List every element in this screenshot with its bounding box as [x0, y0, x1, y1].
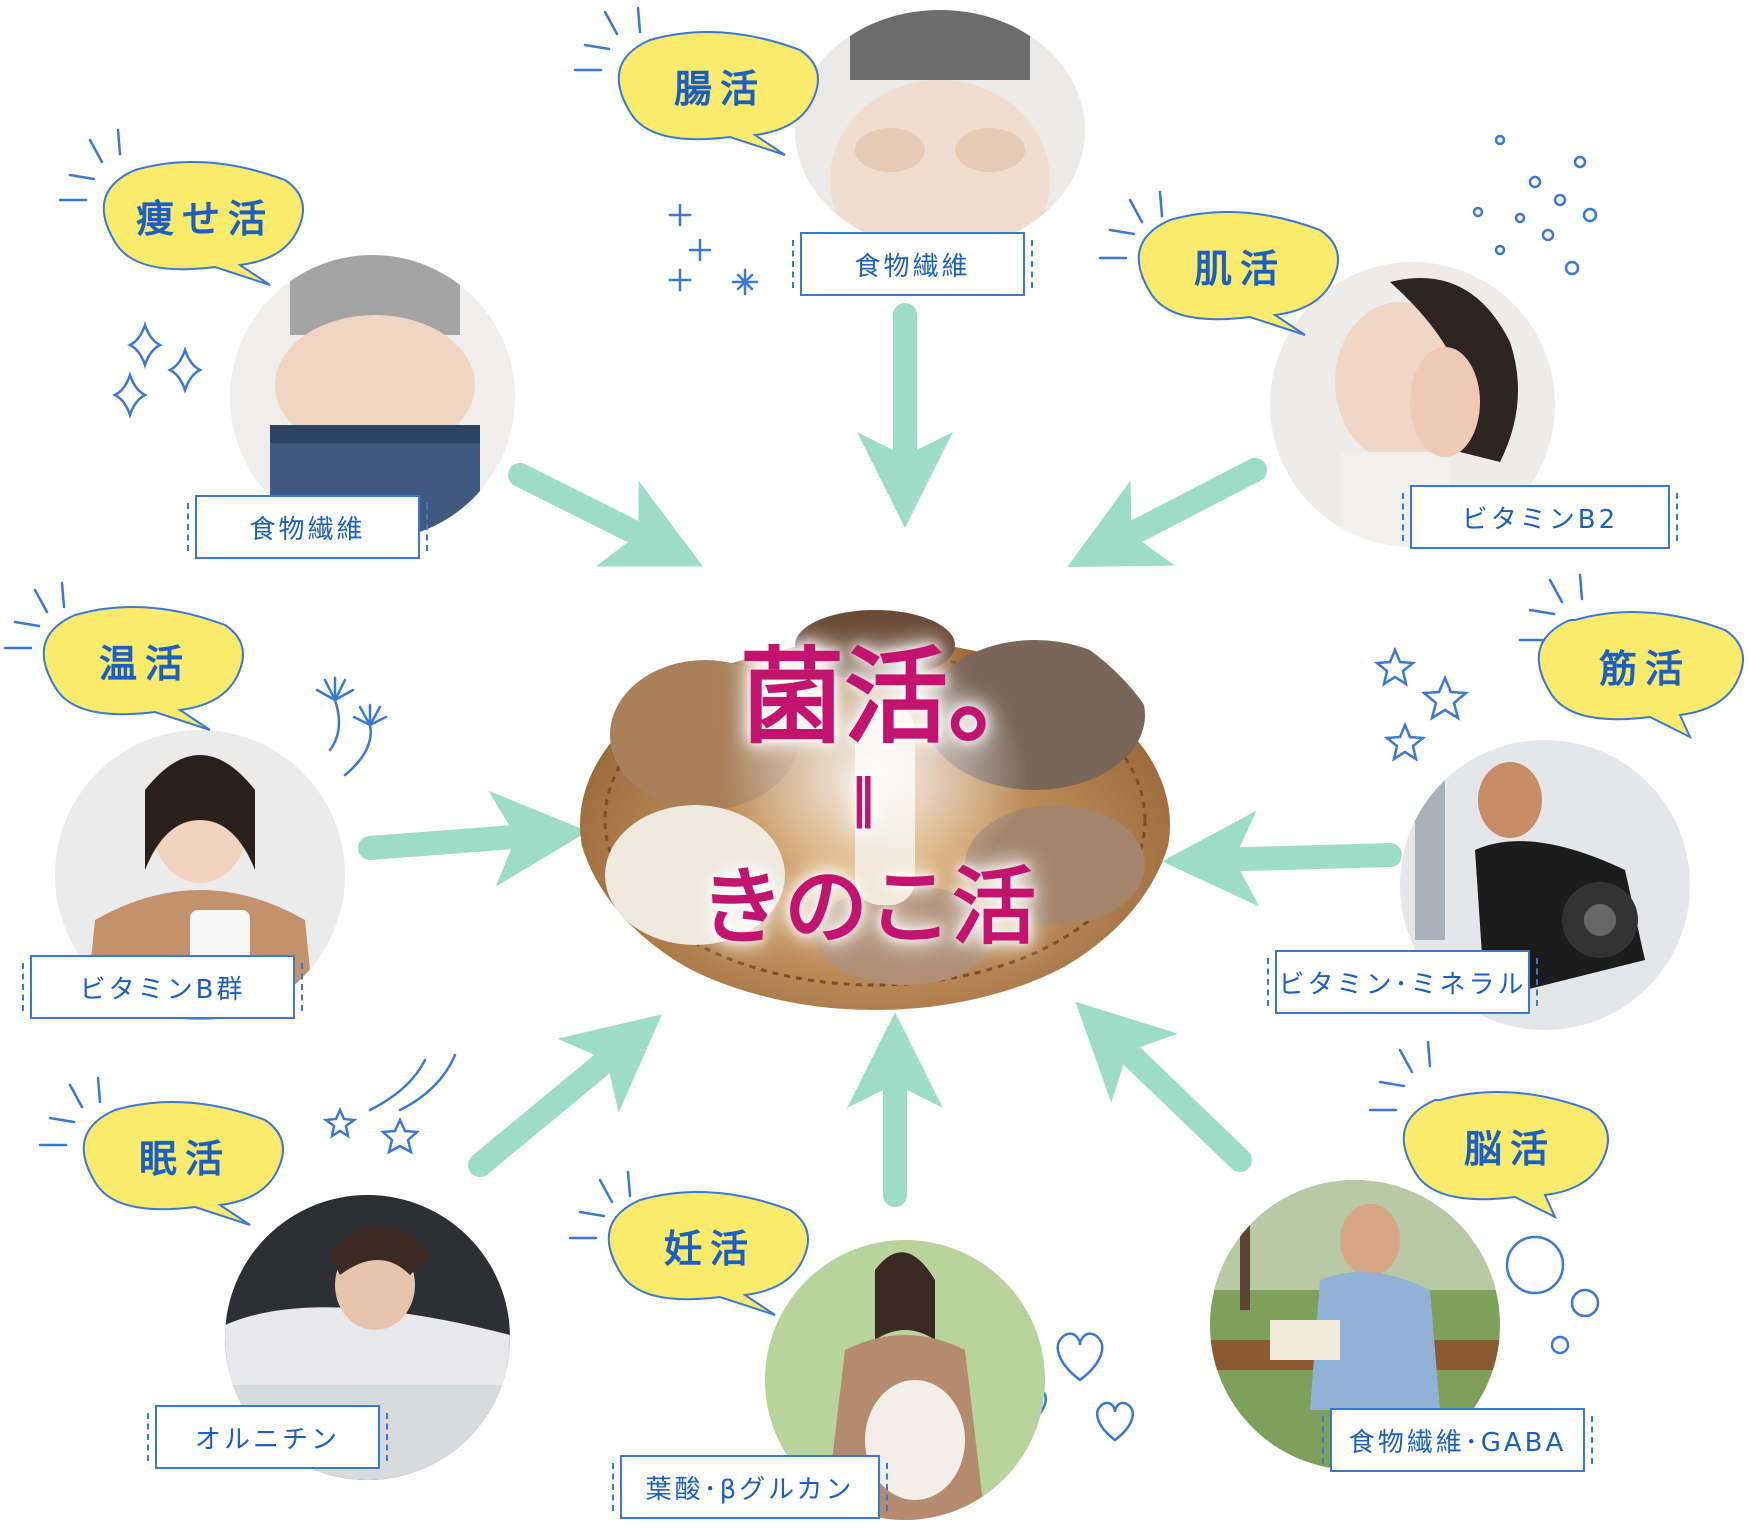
bubble-shape	[617, 31, 819, 156]
bubble-shape	[1537, 611, 1744, 740]
photo-yasekatsu	[230, 255, 515, 540]
bubble-shape	[607, 1191, 809, 1316]
bubble-shape	[42, 606, 244, 731]
arrow-from-hadakatsu	[1067, 458, 1267, 568]
bubble-shape	[82, 1101, 284, 1226]
dandelion-doodle	[315, 676, 388, 777]
bubble-minkatsu: 眠活	[82, 1100, 285, 1226]
thought-bubble-large	[1505, 1235, 1565, 1295]
label-onkatsu: 温活	[98, 641, 191, 686]
dot-sparkle	[1494, 134, 1506, 146]
label-hadakatsu: 肌活	[1193, 246, 1286, 291]
thought-bubble-medium	[1570, 1288, 1600, 1318]
nutrient-onkatsu: ビタミンB群	[22, 955, 303, 1019]
label-noukatsu: 脳活	[1463, 1126, 1556, 1171]
diamond-sparkles	[112, 321, 203, 419]
nutrient-yasekatsu: 食物繊維	[187, 495, 428, 559]
label-yasekatsu: 痩せ活	[135, 196, 274, 241]
mushroom-basket-photo	[575, 585, 1175, 1015]
kinkatsu-title: 菌活。	[740, 635, 1053, 758]
bubble-shape	[102, 161, 304, 286]
arrow-from-yasekatsu	[508, 463, 703, 567]
nutrient-noukatsu: 食物繊維･GABA	[1322, 1408, 1593, 1472]
label-kinkatsu: 筋活	[1598, 646, 1691, 691]
thought-bubble-small	[1550, 1335, 1570, 1355]
label-minkatsu: 眠活	[138, 1136, 231, 1181]
star-doodles	[1373, 646, 1470, 762]
bubble-chokatsu: 腸活	[617, 30, 820, 156]
kinoko-katsu-title: きのこ活	[700, 857, 1037, 956]
bubble-kinkatsu: 筋活	[1537, 610, 1745, 740]
cross-sparkles	[668, 203, 759, 296]
label-ninkatsu: 妊活	[663, 1226, 756, 1271]
photo-ninkatsu	[765, 1240, 1045, 1520]
arrow-from-onkatsu	[358, 790, 588, 887]
nutrient-ninkatsu: 葉酸･βグルカン	[612, 1455, 888, 1519]
bubble-yasekatsu: 痩せ活	[102, 160, 305, 286]
bubble-onkatsu: 温活	[42, 605, 245, 731]
bubble-shape	[1137, 211, 1339, 336]
nutrient-chokatsu: 食物繊維	[792, 232, 1033, 296]
night-star-doodles	[322, 1053, 457, 1155]
nutrient-kinkatsu: ビタミン･ミネラル	[1267, 950, 1538, 1014]
arrow-from-kinkatsu	[1162, 810, 1402, 907]
bubble-shape	[1402, 1091, 1609, 1220]
photo-chokatsu	[795, 10, 1085, 250]
nutrient-hadakatsu: ビタミンB2	[1402, 485, 1678, 549]
bubble-hadakatsu: 肌活	[1137, 210, 1340, 336]
equals-separator: ‖	[850, 768, 876, 829]
arrow-from-minkatsu	[468, 1014, 662, 1177]
nutrient-minkatsu: オルニチン	[147, 1405, 388, 1469]
bubble-noukatsu: 脳活	[1402, 1090, 1610, 1220]
arrow-from-noukatsu	[1075, 1001, 1252, 1172]
bubble-ninkatsu: 妊活	[607, 1190, 810, 1316]
label-chokatsu: 腸活	[673, 66, 766, 111]
